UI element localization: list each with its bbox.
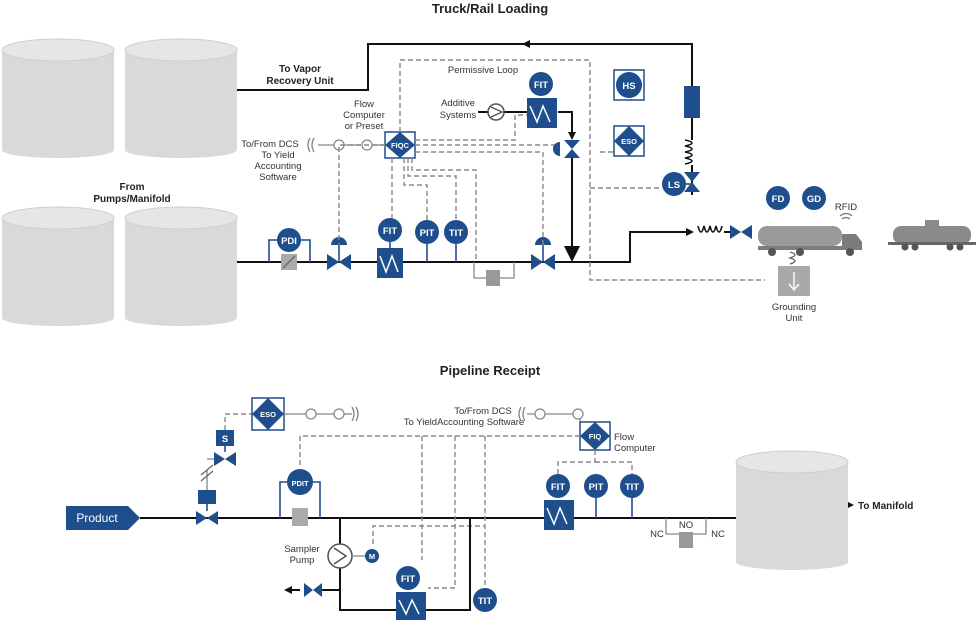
rfid-label: RFID — [835, 202, 857, 213]
pump-motor-instrument — [365, 549, 379, 563]
pit-label: PIT — [420, 228, 435, 239]
additive-label-2: Systems — [440, 110, 477, 121]
additive-label-1: Additive — [441, 98, 475, 109]
main-loading-line — [237, 231, 692, 263]
storage-tank-mid-2 — [124, 206, 238, 326]
pdit-label: PDIT — [291, 479, 309, 488]
fit-additive-label: FIT — [534, 80, 548, 91]
flowmeter-bottom-icon — [396, 592, 426, 620]
additive-valve-icon — [553, 140, 580, 158]
permissive-loop-line — [399, 59, 765, 281]
fiq-label: FIQ — [589, 432, 602, 441]
no-label: NO — [679, 520, 693, 531]
loading-valve-icon — [730, 225, 752, 239]
vapor-valve-icon — [684, 172, 700, 192]
nc-left-label: NC — [650, 529, 664, 540]
ls-label: LS — [668, 180, 680, 191]
to-manifold-label: To Manifold — [858, 501, 913, 512]
tit-bottom-instrument — [473, 588, 497, 612]
fit-right-label: FIT — [551, 482, 565, 493]
pit-instrument — [415, 220, 439, 244]
storage-tank-top-1 — [1, 38, 115, 158]
tank-truck-icon — [758, 226, 862, 256]
sampler-label-1: Sampler — [284, 544, 319, 555]
permissive-loop-label: Permissive Loop — [448, 65, 518, 76]
solenoid-label: S — [222, 434, 228, 445]
hs-label: HS — [622, 81, 635, 92]
dcs-top-label-3: Accounting — [254, 161, 301, 172]
dcs-top-label-2: To Yield — [261, 150, 294, 161]
flow-computer-label-1: Flow — [354, 99, 374, 110]
actuator-icon — [198, 490, 216, 504]
pump-motor-label: M — [369, 552, 375, 561]
nc-right-label: NC — [711, 529, 725, 540]
sampler-icon — [486, 270, 500, 286]
to-vapor-label-2: Recovery Unit — [266, 76, 334, 87]
eso-bottom-label: ESO — [260, 410, 276, 419]
to-vapor-label-1: To Vapor — [279, 64, 321, 75]
loading-hose-icon — [697, 225, 723, 233]
tit-right-instrument — [620, 474, 644, 498]
pdit-instrument — [287, 469, 313, 495]
fd-instrument — [766, 186, 790, 210]
fd-label: FD — [772, 194, 785, 205]
flow-computer-label-3: or Preset — [345, 121, 384, 132]
sampler-label-2: Pump — [290, 555, 315, 566]
nc-no-sampler-icon — [679, 532, 693, 548]
filter-icon — [292, 508, 308, 526]
fit-right-instrument — [546, 474, 570, 498]
vapor-hose-icon — [684, 139, 693, 165]
eso-top-label: ESO — [621, 137, 637, 146]
flow-computer-label-2: Computer — [343, 110, 385, 121]
product-label: Product — [76, 511, 118, 525]
fit-additive-instrument — [529, 72, 553, 96]
fit-main-instrument — [378, 218, 402, 242]
tit-label: TIT — [449, 228, 463, 239]
fit-bottom-label: FIT — [401, 574, 415, 585]
tit-bottom-label: TIT — [478, 596, 492, 607]
tit-right-label: TIT — [625, 482, 639, 493]
tit-instrument — [444, 220, 468, 244]
grounding-label-2: Unit — [786, 313, 803, 324]
inlet-valve-icon — [196, 511, 218, 525]
solenoid-instrument — [216, 430, 234, 446]
truck-rail-title: Truck/Rail Loading — [432, 1, 548, 16]
gd-instrument — [802, 186, 826, 210]
vapor-recovery-line — [237, 43, 693, 91]
dcs-bottom-label-2: To YieldAccounting Software — [404, 417, 524, 428]
flow-computer-b-label-1: Flow — [614, 432, 634, 443]
pit-bottom-label: PIT — [589, 482, 604, 493]
rfid-icon — [839, 212, 853, 220]
storage-tank-bottom — [735, 450, 849, 570]
sampler-outlet-valve-icon — [304, 583, 322, 597]
pit-bottom-instrument — [584, 474, 608, 498]
product-inlet-arrow — [66, 506, 140, 530]
storage-tank-mid-1 — [1, 206, 115, 326]
storage-tank-top-2 — [124, 38, 238, 158]
pdi-instrument — [277, 228, 301, 252]
from-pumps-label-1: From — [120, 182, 145, 193]
grounding-label-1: Grounding — [772, 302, 816, 313]
flow-computer-b-label-2: Computer — [614, 443, 656, 454]
fit-main-label: FIT — [383, 226, 397, 237]
sampler-pump-icon — [327, 543, 353, 569]
fiqc-label: FIQC — [391, 141, 409, 150]
dcs-bottom-label-1: To/From DCS — [454, 406, 512, 417]
fit-bottom-instrument — [396, 566, 420, 590]
rail-tank-car-icon — [888, 220, 976, 251]
ls-instrument — [662, 172, 686, 196]
control-valve-1-icon — [327, 237, 351, 270]
dcs-top-label-4: Software — [259, 172, 297, 183]
dcs-top-label-1: To/From DCS — [241, 139, 299, 150]
flowmeter-additive-icon — [527, 98, 557, 128]
pdi-label: PDI — [281, 236, 297, 247]
pipeline-title: Pipeline Receipt — [440, 363, 541, 378]
gd-label: GD — [807, 194, 821, 205]
from-pumps-label-2: Pumps/Manifold — [93, 194, 170, 205]
flame-arrestor-icon — [684, 86, 700, 118]
flowmeter-right-icon — [544, 500, 574, 530]
